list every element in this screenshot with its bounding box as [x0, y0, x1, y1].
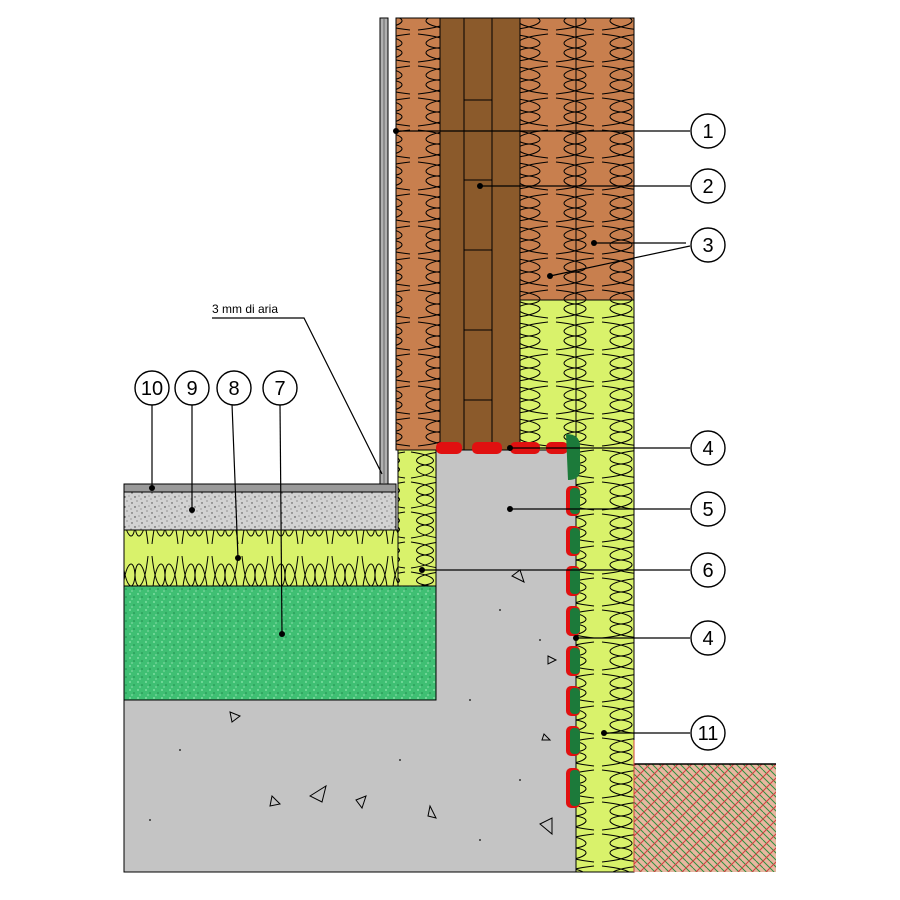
- svg-text:5: 5: [702, 499, 713, 521]
- svg-text:7: 7: [274, 378, 285, 400]
- edge-insulation-6: [397, 449, 437, 587]
- membrane-4-vertical: [566, 434, 580, 808]
- leader-dots: [149, 128, 607, 736]
- svg-text:4: 4: [702, 628, 713, 650]
- soil: [634, 764, 776, 872]
- wood-fibre-insulation-inner: [395, 17, 441, 451]
- timber-lamellas: [463, 18, 493, 450]
- svg-text:2: 2: [702, 176, 713, 198]
- perimeter-insulation-11: [575, 299, 635, 873]
- svg-text:10: 10: [141, 378, 163, 400]
- concrete-dots: [149, 609, 541, 841]
- svg-text:3: 3: [702, 235, 713, 257]
- svg-text:6: 6: [702, 560, 713, 582]
- callout-10: 10: [134, 370, 170, 406]
- xps-layer-7: [123, 585, 437, 701]
- callout-4-bottom: 4: [690, 620, 726, 656]
- concrete-aggregate: [229, 569, 558, 836]
- leader-lines: [151, 130, 691, 734]
- wood-fibre-insulation-3a: [519, 17, 577, 301]
- callout-8: 8: [216, 370, 252, 406]
- wood-fibre-insulation-3b: [575, 17, 635, 301]
- screed-layer-9: [123, 491, 397, 531]
- svg-text:9: 9: [186, 378, 197, 400]
- callout-5: 5: [690, 491, 726, 527]
- callout-9: 9: [174, 370, 210, 406]
- svg-text:11: 11: [698, 723, 719, 745]
- base-insulation-upper-a: [519, 299, 577, 451]
- callout-11: 11: [690, 715, 726, 751]
- callout-3: 3: [690, 227, 726, 263]
- callout-4-top: 4: [690, 430, 726, 466]
- svg-text:1: 1: [702, 121, 713, 143]
- timber-panel-2: [439, 17, 521, 451]
- callout-7: 7: [262, 370, 298, 406]
- svg-text:8: 8: [228, 378, 239, 400]
- callout-1: 1: [690, 113, 726, 149]
- callout-6: 6: [690, 552, 726, 588]
- callout-2: 2: [690, 168, 726, 204]
- svg-text:4: 4: [702, 438, 713, 460]
- floor-finish-10: [123, 483, 397, 493]
- air-gap-note: 3 mm di aria: [212, 302, 278, 316]
- floor-insulation-8: [123, 529, 399, 587]
